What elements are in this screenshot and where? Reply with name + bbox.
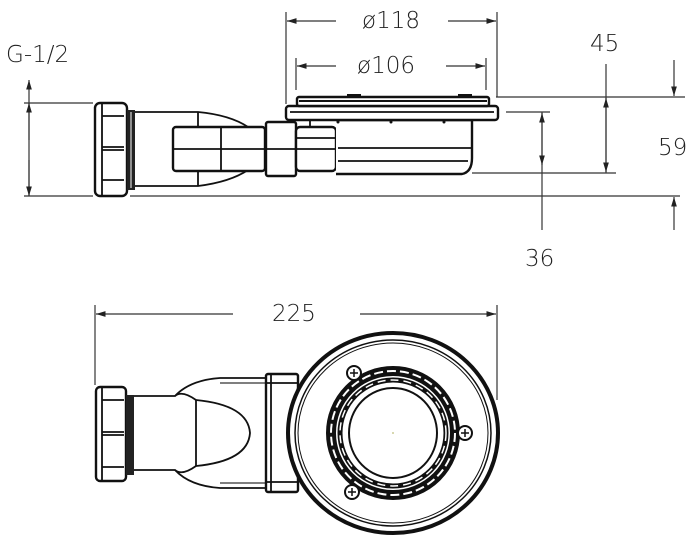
overall-length-dimension: 225 — [94, 301, 498, 400]
drain-grate-top — [286, 331, 500, 535]
outlet-height-label: 36 — [525, 246, 554, 272]
thread-size-label: G-1/2 — [6, 42, 69, 68]
inner-diameter-dimension: ø106 — [295, 53, 487, 90]
overall-length-label: 225 — [272, 301, 316, 327]
height-upper-label: 45 — [590, 31, 619, 57]
outlet-pipe — [135, 111, 338, 187]
threaded-nut-top — [94, 385, 134, 483]
top-view: 225 — [94, 301, 500, 535]
drain-body — [284, 94, 500, 176]
screw-icon — [344, 484, 360, 500]
outer-diameter-dimension: ø118 — [285, 8, 498, 104]
threaded-nut — [93, 101, 135, 198]
outlet-pipe-top — [134, 372, 300, 494]
screw-icon — [457, 425, 473, 441]
screw-icon — [346, 365, 362, 381]
inner-diameter-label: ø106 — [357, 53, 415, 79]
outer-diameter-label: ø118 — [362, 8, 420, 34]
height-dimensions: 45 59 36 — [472, 31, 687, 272]
side-view: G-1/2 — [6, 8, 687, 272]
height-total-label: 59 — [658, 135, 687, 161]
thread-height-dimension — [24, 80, 93, 197]
